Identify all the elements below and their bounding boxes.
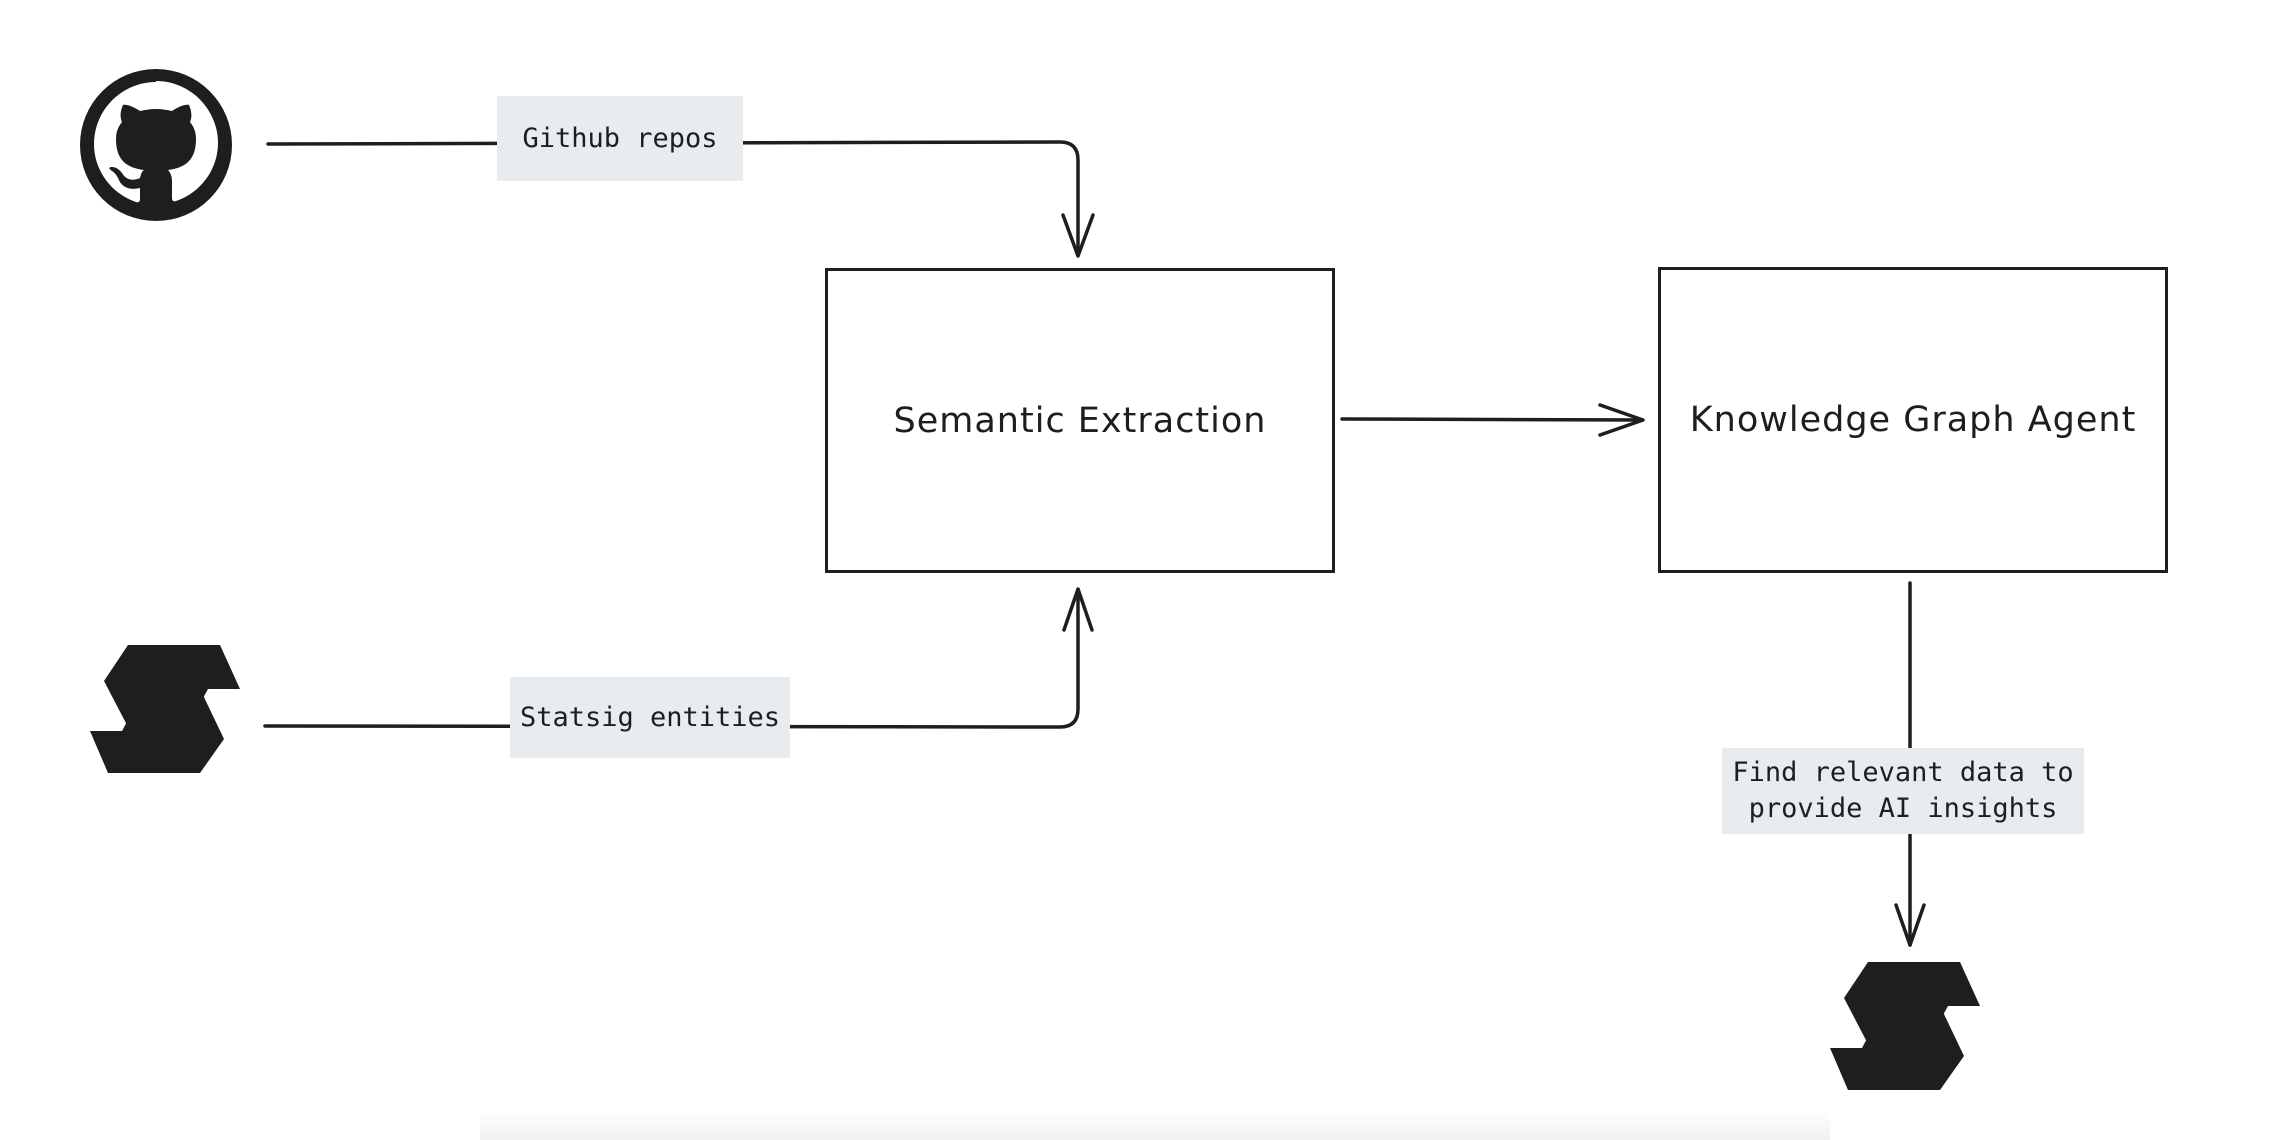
connector-statsig-to-extraction [263, 588, 1080, 729]
connector-github-to-extraction [266, 140, 1080, 257]
arrowhead-github [1061, 213, 1095, 258]
github-repos-label: Github repos [497, 96, 743, 181]
insights-text-line-2: provide AI insights [1748, 793, 2058, 824]
statsig-entities-label: Statsig entities [510, 677, 790, 758]
knowledge-graph-agent-label: Knowledge Graph Agent [1689, 400, 2137, 440]
knowledge-graph-agent-box: Knowledge Graph Agent [1658, 267, 2168, 573]
bottom-fade [480, 1110, 1830, 1140]
github-repos-text: Github repos [522, 122, 718, 154]
github-icon [80, 69, 232, 221]
statsig-logo-icon [90, 645, 240, 773]
semantic-extraction-label: Semantic Extraction [893, 400, 1267, 441]
output-statsig-logo-icon [1830, 962, 1980, 1090]
statsig-entities-text: Statsig entities [519, 701, 781, 733]
insights-label: Find relevant data to provide AI insight… [1722, 748, 2084, 834]
arrowhead-agent [1598, 403, 1645, 437]
connector-extraction-to-agent [1340, 417, 1644, 422]
semantic-extraction-box: Semantic Extraction [825, 268, 1335, 573]
arrowhead-statsig [1062, 587, 1094, 632]
insights-text-line-1: Find relevant data to [1732, 757, 2074, 788]
arrowhead-output [1894, 903, 1926, 947]
